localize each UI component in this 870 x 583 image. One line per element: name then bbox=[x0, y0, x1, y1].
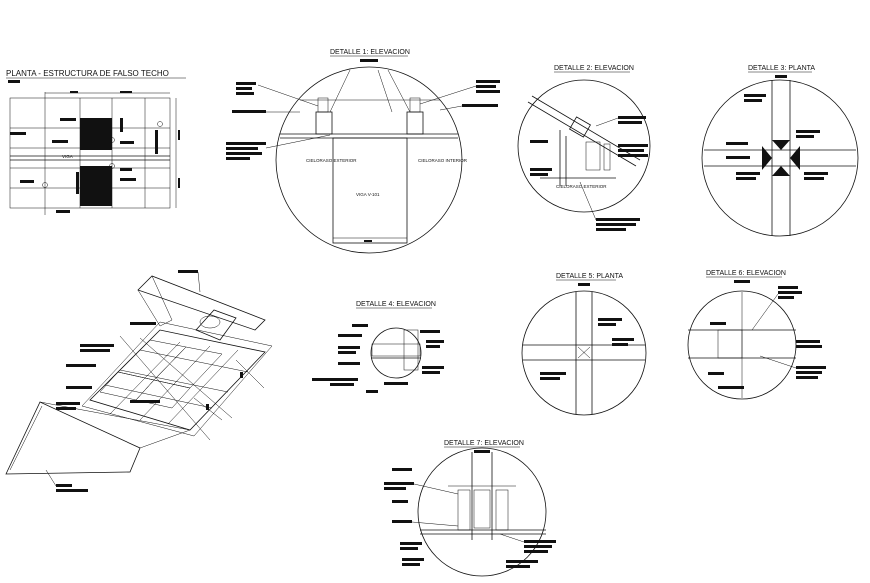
plan-view: PLANTA - ESTRUCTURA DE FALSO TECHO VIGA bbox=[6, 69, 186, 215]
detail-2-title: DETALLE 2: ELEVACION bbox=[554, 65, 634, 72]
detail-5-title: DETALLE 5: PLANTA bbox=[556, 273, 623, 280]
detail-5: DETALLE 5: PLANTA bbox=[521, 273, 647, 416]
detail-1: DETALLE 1: ELEVACION CIELORASO EXTERIOR … bbox=[226, 49, 500, 254]
detail-6-title: DETALLE 6: ELEVACION bbox=[706, 270, 786, 277]
isometric-view bbox=[5, 270, 273, 492]
detail-7-title: DETALLE 7: ELEVACION bbox=[444, 440, 524, 447]
detail-3: DETALLE 3: PLANTA bbox=[701, 65, 859, 237]
detail-4: DETALLE 4: ELEVACION bbox=[312, 301, 444, 393]
detail-7: DETALLE 7: ELEVACION bbox=[384, 440, 556, 577]
plan-label-viga: VIGA bbox=[62, 154, 73, 159]
detail-6: DETALLE 6: ELEVACION bbox=[687, 270, 826, 400]
detail-3-title: DETALLE 3: PLANTA bbox=[748, 65, 815, 72]
detail-2: DETALLE 2: ELEVACION CIELORASO EXTERIOR bbox=[517, 65, 651, 231]
detail-1-title: DETALLE 1: ELEVACION bbox=[330, 49, 410, 56]
detail-1-label-int: CIELORASO INTERIOR bbox=[418, 158, 468, 163]
detail-1-label-viga: VIGA V-101 bbox=[356, 192, 380, 197]
plan-title: PLANTA - ESTRUCTURA DE FALSO TECHO bbox=[6, 69, 169, 78]
detail-1-label-ext: CIELORASO EXTERIOR bbox=[306, 158, 357, 163]
detail-4-title: DETALLE 4: ELEVACION bbox=[356, 301, 436, 308]
